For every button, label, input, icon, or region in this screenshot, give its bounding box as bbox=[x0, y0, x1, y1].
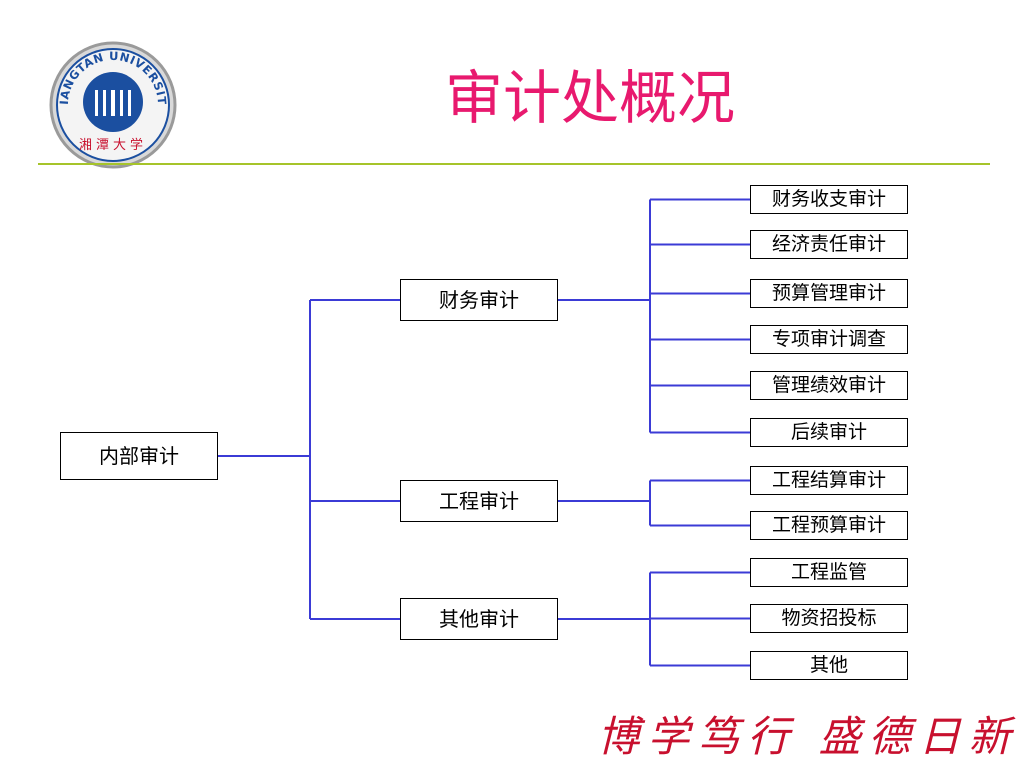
branch-node: 财务审计 bbox=[400, 279, 558, 321]
university-seal-icon: XIANGTAN UNIVERSITY 湘潭大学 bbox=[48, 40, 177, 169]
title-divider bbox=[38, 163, 990, 165]
root-node: 内部审计 bbox=[60, 432, 218, 480]
leaf-node: 财务收支审计 bbox=[750, 185, 908, 214]
leaf-node: 预算管理审计 bbox=[750, 279, 908, 308]
leaf-node: 专项审计调查 bbox=[750, 325, 908, 354]
leaf-node: 经济责任审计 bbox=[750, 230, 908, 259]
leaf-node: 其他 bbox=[750, 651, 908, 680]
school-motto-calligraphy: 博学笃行 盛德日新 bbox=[597, 712, 1018, 761]
seal-calligraphy: 湘潭大学 bbox=[79, 137, 147, 153]
leaf-node: 工程监管 bbox=[750, 558, 908, 587]
branch-node: 其他审计 bbox=[400, 598, 558, 640]
page-title: 审计处概况 bbox=[444, 64, 735, 132]
leaf-node: 工程预算审计 bbox=[750, 511, 908, 540]
leaf-node: 工程结算审计 bbox=[750, 466, 908, 495]
motto-text: 博学笃行 盛德日新 bbox=[597, 712, 1018, 761]
branch-node: 工程审计 bbox=[400, 480, 558, 522]
leaf-node: 管理绩效审计 bbox=[750, 371, 908, 400]
leaf-node: 物资招投标 bbox=[750, 604, 908, 633]
leaf-node: 后续审计 bbox=[750, 418, 908, 447]
